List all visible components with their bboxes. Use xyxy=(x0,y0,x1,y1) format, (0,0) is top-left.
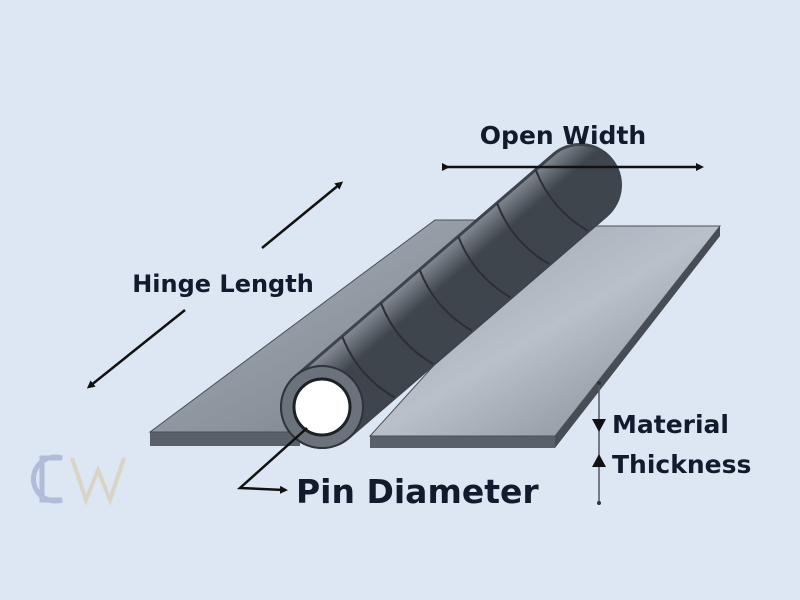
hinge-length-label: Hinge Length xyxy=(132,270,314,298)
knuckle-segment-joint xyxy=(534,169,589,232)
material-label: Material xyxy=(612,410,729,439)
pin-diameter-label: Pin Diameter xyxy=(296,472,539,511)
knuckle-segment-joint xyxy=(418,269,473,332)
knuckle-segment-joint xyxy=(380,303,434,365)
hinge-knuckle xyxy=(280,143,622,449)
pin-diameter-arrow xyxy=(236,427,308,494)
knuckle-segments xyxy=(341,169,589,399)
dw-logo-watermark xyxy=(30,454,126,506)
pin-hole xyxy=(280,365,364,449)
hinge-length-arrow-back xyxy=(261,181,344,249)
open-width-label: Open Width xyxy=(480,121,646,150)
knuckle-segment-joint xyxy=(457,236,512,299)
material-thickness-arrow xyxy=(592,380,606,505)
thickness-label: Thickness xyxy=(612,450,751,479)
knuckle-segment-joint xyxy=(341,336,396,399)
hinge-length-arrow-front xyxy=(86,309,186,389)
knuckle-segment-joint xyxy=(496,203,550,266)
